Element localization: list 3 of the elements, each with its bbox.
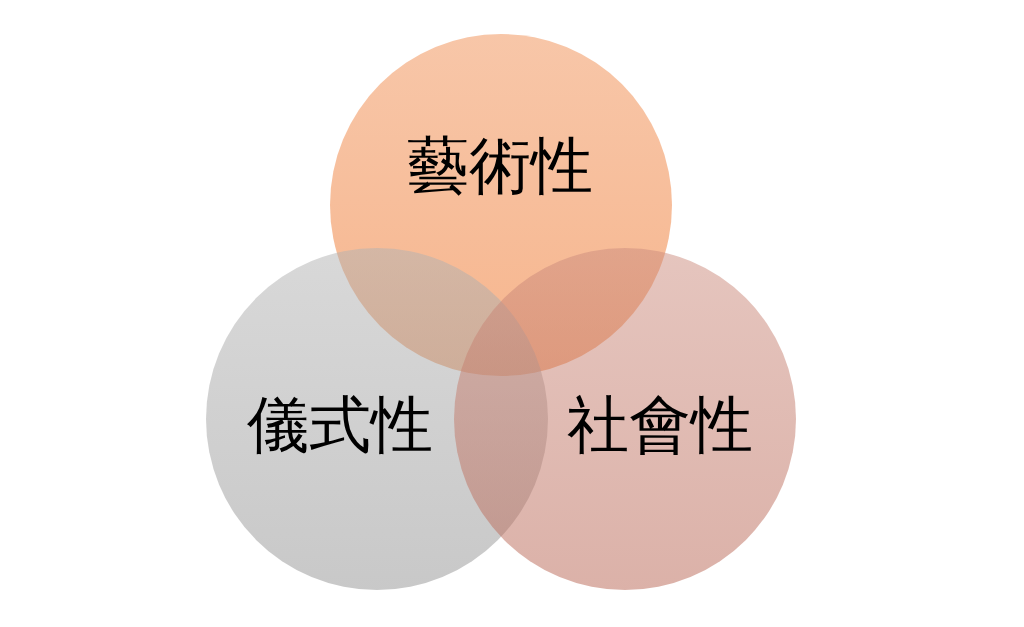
circle-label: 社會性: [567, 394, 753, 456]
circle-label: 藝術性: [407, 135, 593, 197]
circle-label: 儀式性: [247, 394, 433, 456]
